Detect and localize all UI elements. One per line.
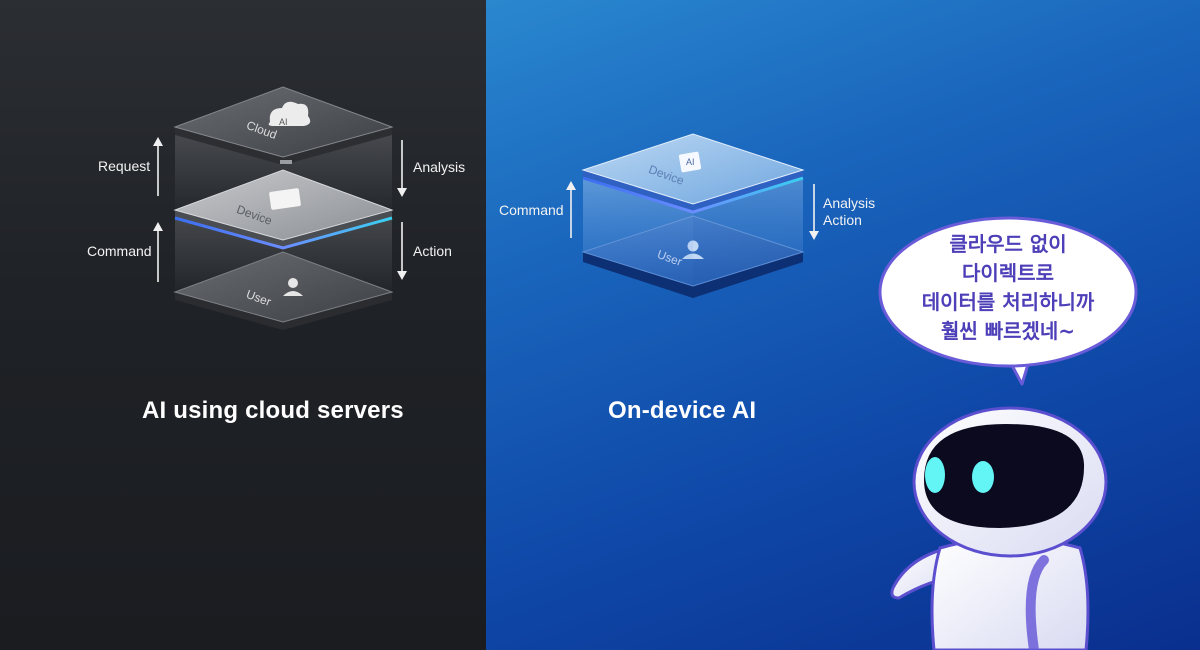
robot-visor <box>924 424 1085 528</box>
cloud-ai-title: AI using cloud servers <box>142 397 404 424</box>
request-label: Request <box>98 158 151 174</box>
cloud-layer-left <box>173 86 394 165</box>
cloud-icon <box>268 101 311 126</box>
analysis-label-right: Analysis <box>823 195 876 211</box>
device-ai-badge: AI <box>686 157 695 167</box>
flow-arrows-right <box>566 181 819 240</box>
speech-line: 훨씬 빠르겠네~ <box>940 319 1076 343</box>
command-label-right: Command <box>499 202 564 218</box>
speech-line: 다이렉트로 <box>962 261 1054 285</box>
robot-mascot <box>890 406 1108 650</box>
flow-arrows-left <box>153 137 407 282</box>
action-label-left: Action <box>413 243 452 259</box>
command-label-left: Command <box>87 243 152 259</box>
analysis-label-left: Analysis <box>413 159 466 175</box>
speech-line: 데이터를 처리하니까 <box>921 290 1095 314</box>
robot-eye-left <box>925 457 945 493</box>
speech-bubble-text: 클라우드 없이 다이렉트로 데이터를 처리하니까 훨씬 빠르겠네~ <box>880 230 1136 346</box>
speech-bubble <box>878 216 1138 386</box>
on-device-ai-title: On-device AI <box>608 397 757 424</box>
robot-eye-right <box>972 461 994 493</box>
speech-line: 클라우드 없이 <box>949 232 1067 256</box>
action-label-right: Action <box>823 212 862 228</box>
cloud-ai-badge: AI <box>279 117 288 127</box>
on-device-block <box>581 133 805 298</box>
user-layer-left <box>173 251 394 330</box>
device-layer-left <box>173 169 394 250</box>
